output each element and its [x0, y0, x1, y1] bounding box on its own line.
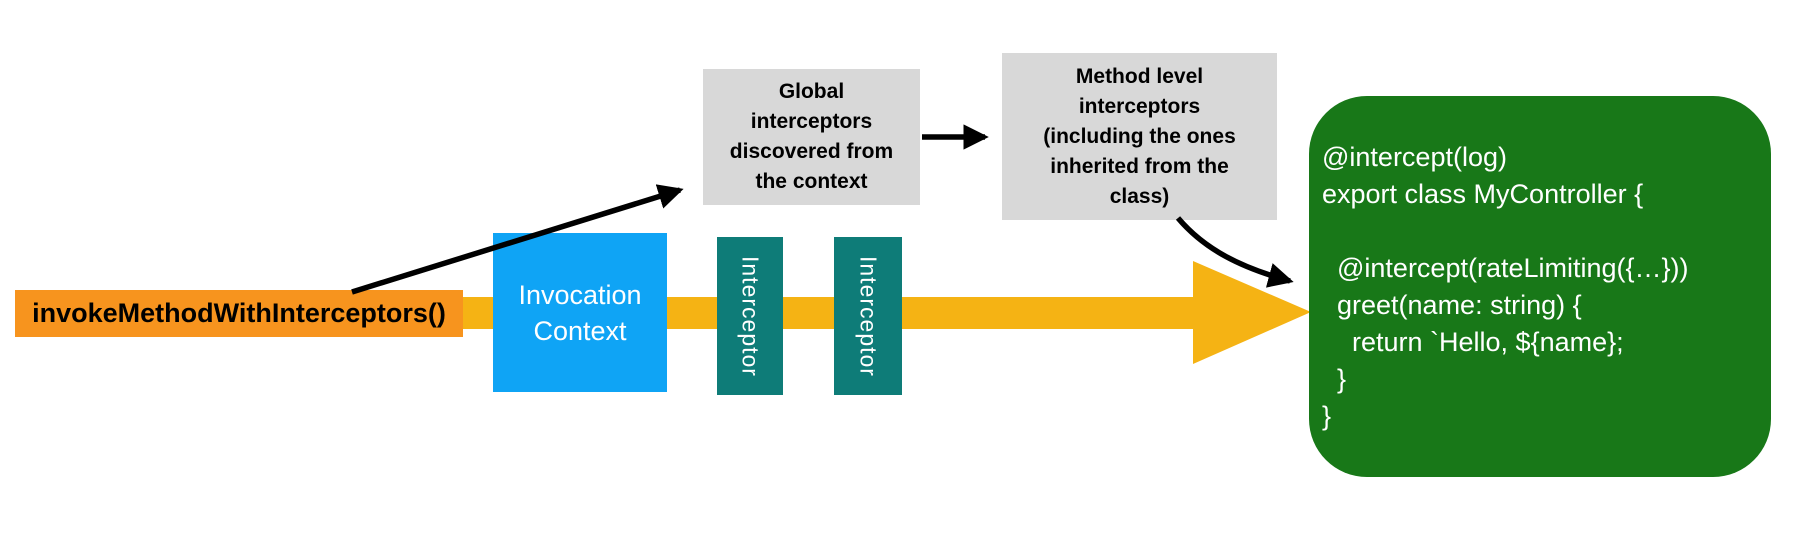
invoke-method-label-box: invokeMethodWithInterceptors()	[15, 290, 463, 337]
arrow-method-note-to-code-panel	[1175, 216, 1294, 288]
interceptor-box-1: Interceptor	[717, 237, 783, 395]
invocation-context-label: Invocation Context	[518, 279, 642, 346]
global-interceptors-note-text: Global interceptors discovered from the …	[729, 80, 894, 193]
invocation-context-box: Invocation Context	[493, 233, 667, 392]
controller-code: @intercept(log) export class MyControlle…	[1322, 142, 1689, 431]
controller-code-panel: @intercept(log) export class MyControlle…	[1309, 96, 1771, 477]
interceptor-2-label: Interceptor	[855, 255, 882, 377]
method-interceptors-note: Method level interceptors (including the…	[1002, 53, 1277, 220]
interceptor-1-label: Interceptor	[737, 255, 764, 377]
global-interceptors-note: Global interceptors discovered from the …	[703, 69, 920, 205]
invoke-method-label: invokeMethodWithInterceptors()	[32, 298, 446, 328]
method-interceptors-note-text: Method level interceptors (including the…	[1043, 64, 1236, 208]
interceptor-box-2: Interceptor	[834, 237, 902, 395]
